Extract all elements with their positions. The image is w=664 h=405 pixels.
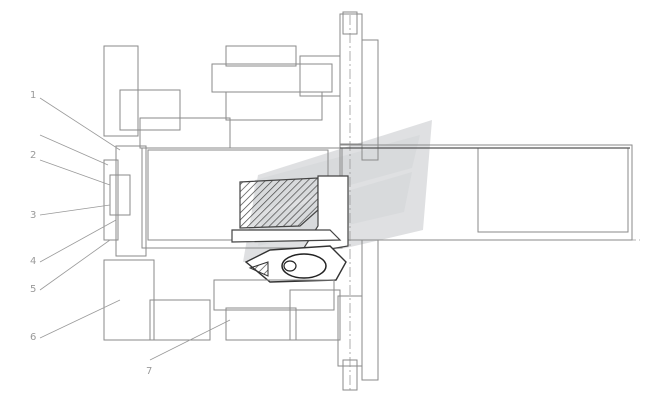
callout-4: 4 <box>30 256 36 267</box>
flange-top <box>339 11 379 161</box>
callout-6: 6 <box>30 332 36 343</box>
leader-lines <box>39 97 231 361</box>
callout-5: 5 <box>30 284 36 295</box>
housing-top <box>211 45 341 121</box>
housing-bottom <box>213 279 341 341</box>
callout-labels: 1 2 3 4 5 6 7 <box>30 90 152 377</box>
callout-1: 1 <box>30 90 36 101</box>
cover-plate-left <box>103 45 231 341</box>
lip-seal <box>244 245 347 283</box>
callout-2: 2 <box>30 150 36 161</box>
callout-3: 3 <box>30 210 36 221</box>
callout-7: 7 <box>146 366 152 377</box>
